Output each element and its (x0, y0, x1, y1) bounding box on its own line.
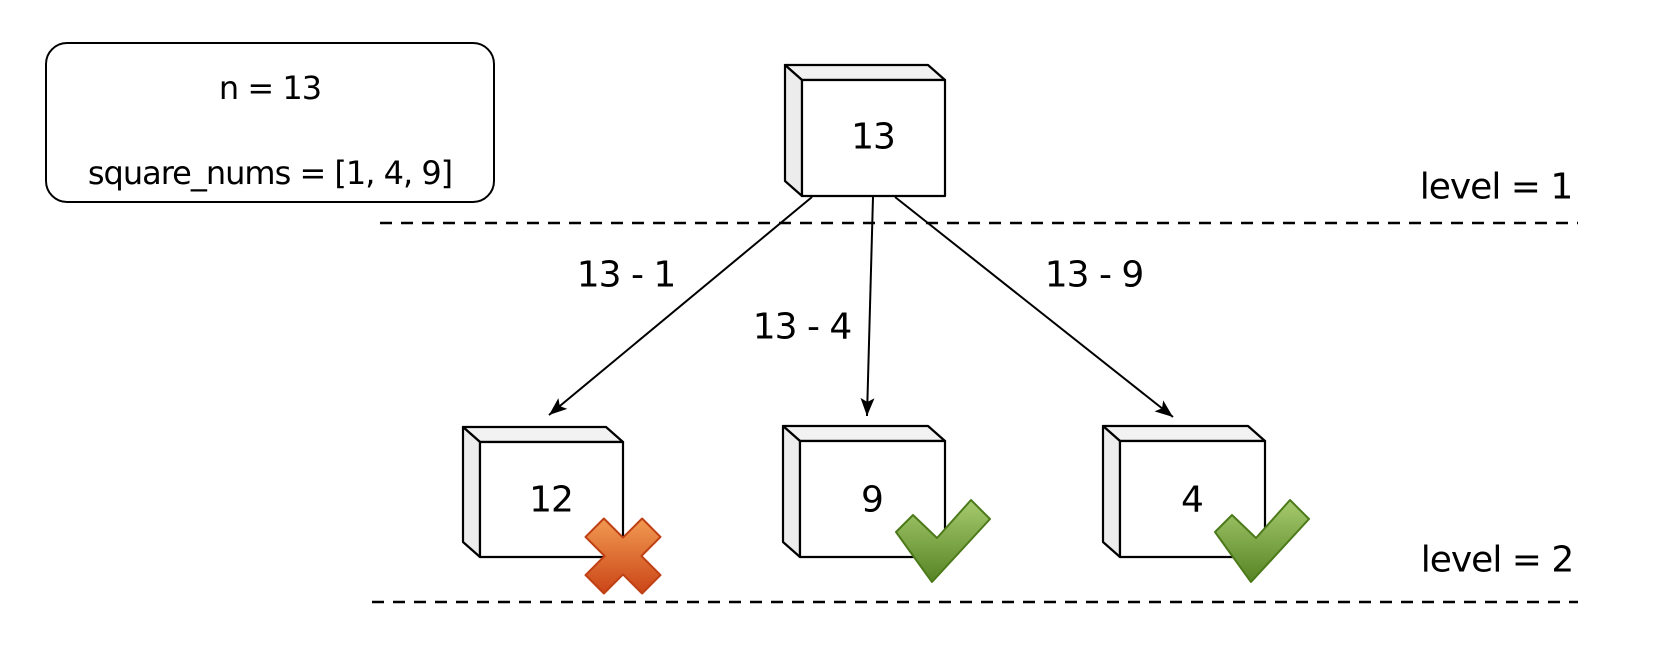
node-root-cube-top-face (783, 63, 947, 82)
legend-box: n = 13 square_nums = [1, 4, 9] (45, 42, 495, 203)
check-icon (895, 499, 991, 583)
node-root-value: 13 (851, 116, 896, 158)
node-12-value: 12 (529, 479, 574, 521)
legend-n-value: n = 13 (218, 69, 322, 107)
node-12-cube-left-face (461, 425, 482, 559)
edge-label-13-minus-1: 13 - 1 (576, 254, 677, 296)
node-12-cube-front-face (478, 440, 625, 559)
node-9-cube-top-face (781, 424, 947, 443)
level-2-label: level = 2 (1420, 539, 1575, 581)
node-12-cube-top-face (461, 425, 625, 444)
cross-icon (584, 517, 662, 595)
node-4-cube-left-face (1101, 424, 1122, 559)
check-icon (1214, 499, 1310, 583)
node-9-value: 9 (861, 479, 884, 521)
node-root-cube-left-face (783, 63, 804, 198)
edge-arrow-13-to-9 (860, 196, 875, 417)
node-root-cube (783, 63, 947, 198)
node-9-cube-left-face (781, 424, 802, 559)
node-4-cube-top-face (1101, 424, 1267, 443)
node-12-cube (461, 425, 625, 559)
node-4-cube (1101, 424, 1267, 559)
edge-label-13-minus-4: 13 - 4 (752, 306, 853, 348)
node-9-cube-front-face (798, 439, 947, 559)
legend-square-nums: square_nums = [1, 4, 9] (87, 154, 453, 192)
node-4-value: 4 (1181, 479, 1204, 521)
edge-arrow-13-to-4 (894, 196, 1174, 418)
node-root-cube-front-face (800, 78, 947, 198)
node-9-cube (781, 424, 947, 559)
edge-label-13-minus-9: 13 - 9 (1044, 254, 1145, 296)
level-1-label: level = 1 (1419, 166, 1574, 208)
edge-arrow-13-to-12 (548, 196, 813, 416)
